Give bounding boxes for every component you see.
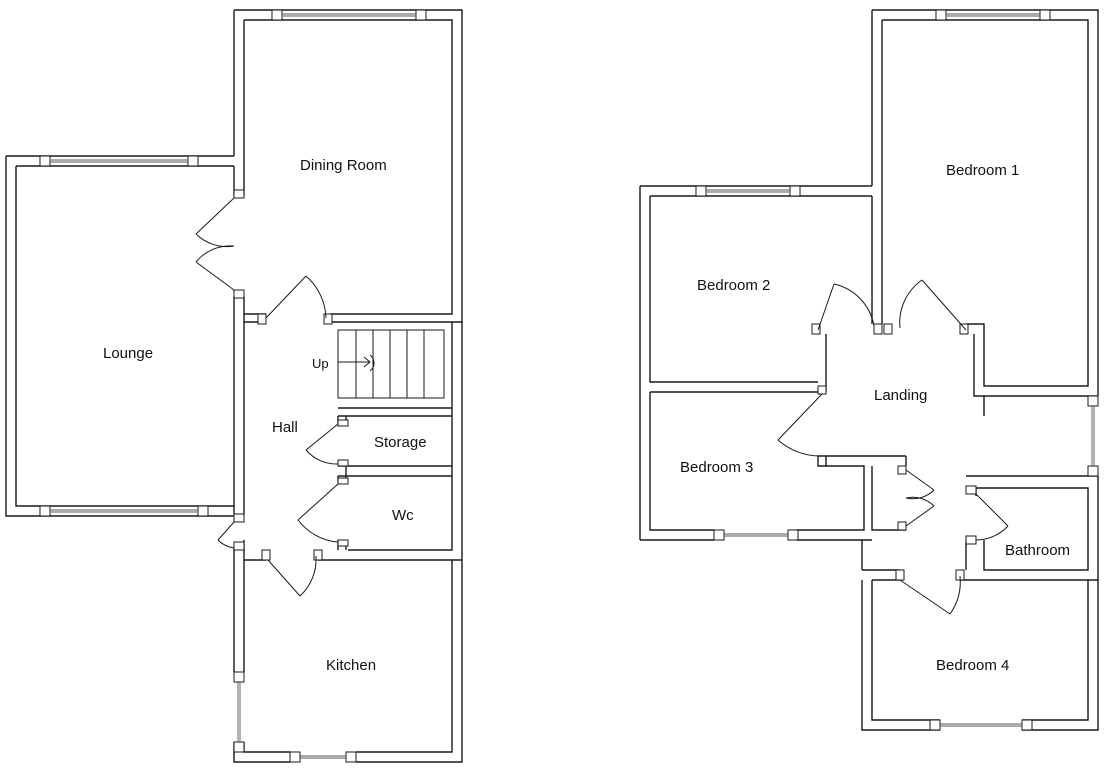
stair-direction-arrow (369, 354, 375, 372)
stairs-up-label: Up (312, 356, 329, 371)
bathroom-label: Bathroom (1005, 542, 1070, 559)
ground-floor: Lounge Dining Room Hall Storage Wc Kitch… (5, 9, 463, 763)
hall-label: Hall (272, 419, 298, 436)
staircase (337, 330, 425, 398)
first-floor-windows (695, 9, 1099, 731)
bedroom-1-label: Bedroom 1 (946, 162, 1019, 179)
first-floor-doors (777, 279, 1009, 615)
lounge-walls (5, 155, 245, 517)
hall-walls (233, 321, 463, 561)
bedroom-4-label: Bedroom 4 (936, 657, 1009, 674)
wc-label: Wc (392, 507, 414, 524)
ground-floor-windows (39, 9, 427, 763)
storage-label: Storage (374, 434, 427, 451)
bedroom-3-label: Bedroom 3 (680, 459, 753, 476)
ground-floor-doors (195, 189, 349, 597)
bedroom-2-label: Bedroom 2 (697, 277, 770, 294)
landing-label: Landing (874, 387, 927, 404)
first-floor: Bedroom 1 Bedroom 2 Landing Bedroom 3 Ba… (639, 9, 1099, 731)
bedroom-3-walls (640, 392, 906, 541)
kitchen-label: Kitchen (326, 657, 376, 674)
dining-room-label: Dining Room (300, 157, 387, 174)
bedroom-2-walls (639, 185, 872, 540)
bedroom-4-walls (861, 540, 1099, 731)
lounge-label: Lounge (103, 345, 153, 362)
bedroom-1-walls (871, 9, 1099, 397)
